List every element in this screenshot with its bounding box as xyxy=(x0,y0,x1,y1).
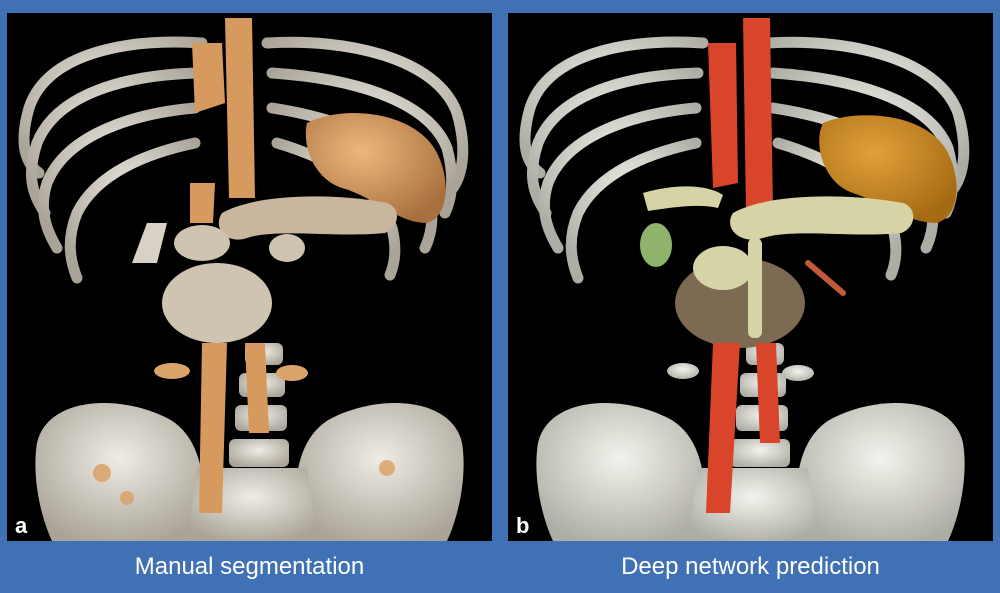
spleen xyxy=(305,113,446,223)
pancreas xyxy=(730,196,914,240)
panel-deep-network-prediction: b xyxy=(508,13,993,541)
pancreas xyxy=(218,196,397,240)
caption-deep-network-prediction: Deep network prediction xyxy=(621,553,880,580)
spleen xyxy=(819,115,957,223)
panel-letter-b: b xyxy=(516,513,529,538)
pelvis xyxy=(536,403,965,541)
vessels xyxy=(706,18,780,513)
vessels xyxy=(190,18,269,513)
panel-manual-segmentation: a xyxy=(7,13,492,541)
render-manual-segmentation: a xyxy=(15,18,469,541)
render-deep-network-prediction: b xyxy=(516,18,970,541)
caption-manual-segmentation: Manual segmentation xyxy=(134,553,365,580)
rib-cage xyxy=(18,36,469,284)
duodenum xyxy=(162,225,305,343)
gallbladder xyxy=(640,223,672,267)
panel-letter-a: a xyxy=(15,513,28,538)
